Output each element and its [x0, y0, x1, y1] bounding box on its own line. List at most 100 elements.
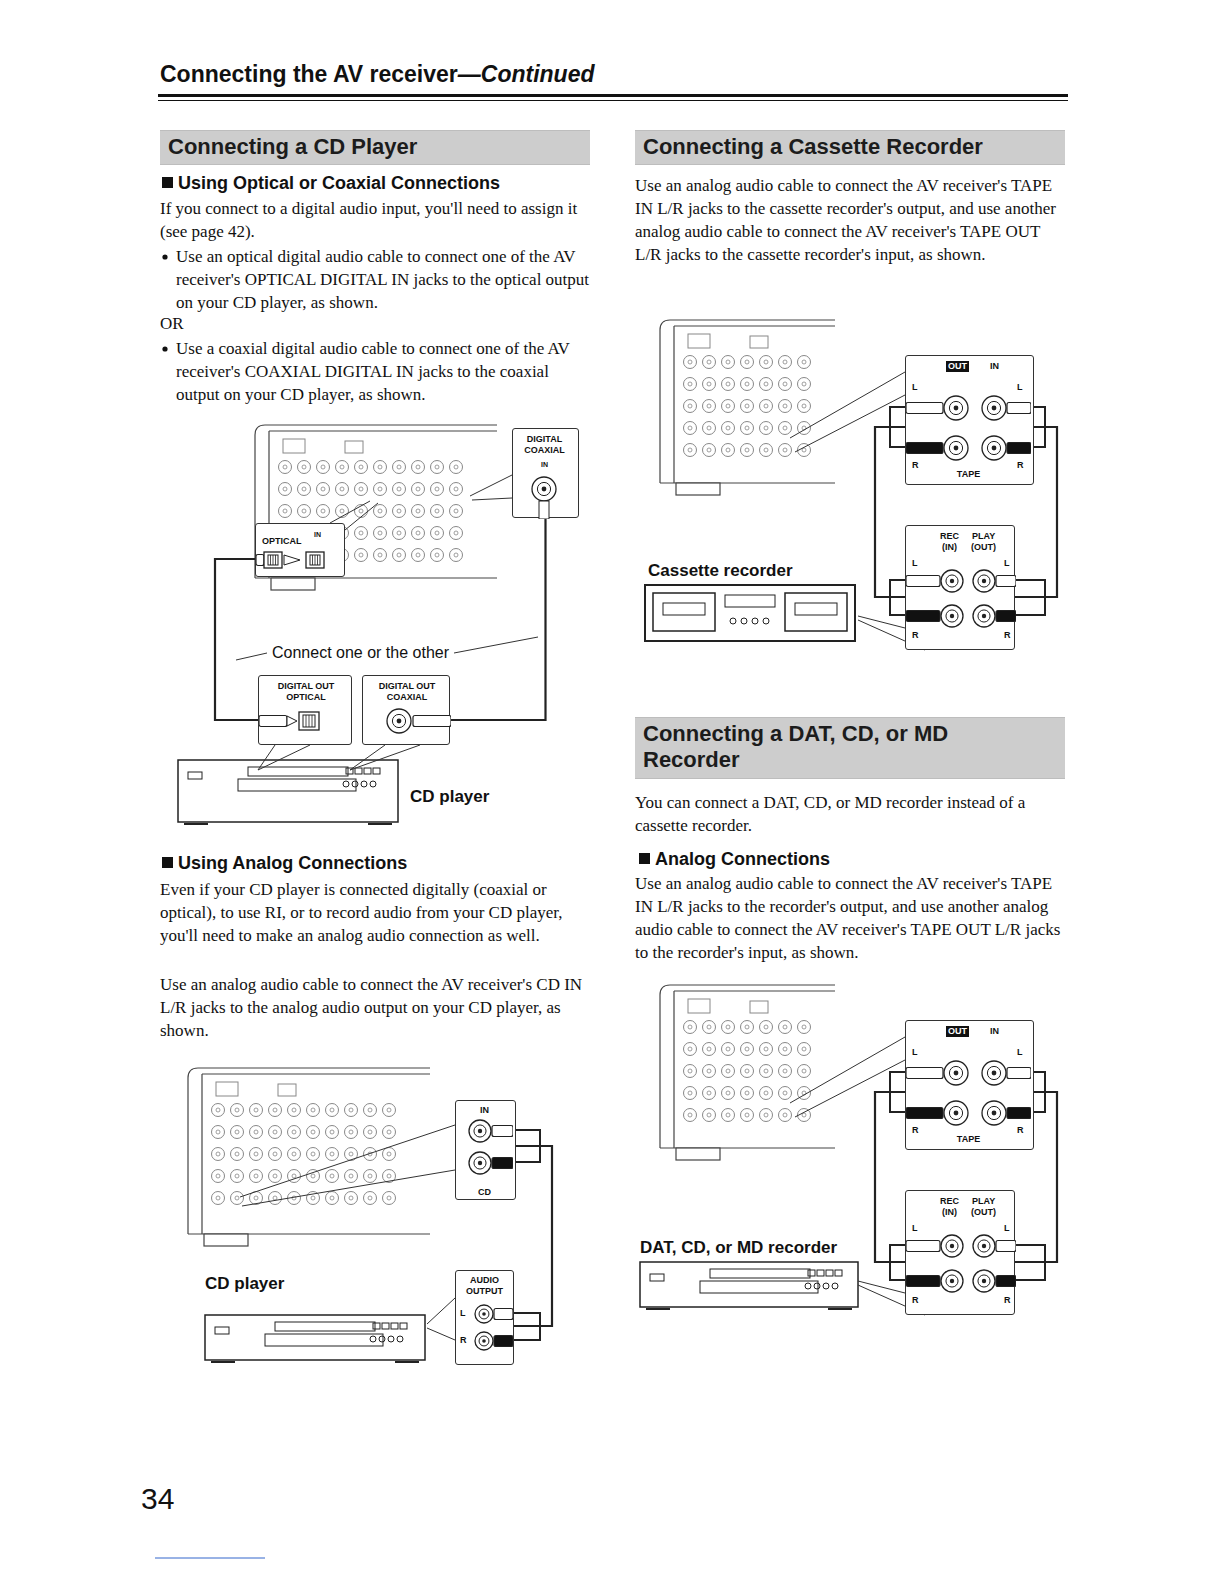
receiver-jack [783, 426, 787, 430]
plug [906, 576, 940, 587]
jack-ring [946, 575, 958, 587]
receiver-jack [764, 448, 768, 452]
jack-callout: RECPLAY(IN)(OUT)LLRR [905, 1190, 1015, 1315]
device-button [400, 1323, 407, 1329]
device-foot [368, 823, 392, 825]
receiver-jack [707, 1091, 711, 1095]
jack [982, 436, 1006, 460]
receiver-jack [707, 448, 711, 452]
jack-label: OUT [946, 1026, 969, 1037]
receiver-jack [764, 382, 768, 386]
jack-pin [950, 579, 954, 583]
device-button [397, 1336, 403, 1342]
jack-pin [478, 1161, 482, 1165]
receiver-jack [745, 1113, 749, 1117]
receiver-jack [311, 1174, 315, 1178]
receiver-jack [311, 1130, 315, 1134]
receiver-jack [321, 487, 325, 491]
receiver-jack [326, 1148, 339, 1161]
jack-label: L [1004, 1223, 1010, 1234]
jack-ring [987, 441, 1000, 454]
receiver-jack [779, 378, 792, 391]
jack-label: DIGITAL COAXIAL [519, 434, 570, 456]
receiver-jack [330, 1174, 334, 1178]
jack-label: R [460, 1335, 467, 1346]
receiver-jack [798, 356, 811, 369]
jack-pin [982, 579, 986, 583]
jack-ring [987, 1106, 1000, 1119]
receiver-jack [798, 1043, 811, 1056]
receiver-outline [660, 320, 835, 483]
optical-jack [264, 552, 282, 568]
jack [944, 1101, 968, 1125]
jack-label: IN [314, 529, 321, 540]
jack-pin [992, 406, 997, 411]
receiver-jack [307, 1148, 320, 1161]
device-label: Cassette recorder [648, 560, 793, 581]
page-number: 34 [141, 1482, 174, 1516]
plug [906, 443, 943, 454]
jack [982, 396, 1006, 420]
jack [532, 477, 556, 501]
plug [259, 716, 287, 727]
jack-label: L [1017, 1047, 1023, 1058]
receiver-jack [779, 1065, 792, 1078]
receiver-jack [216, 1174, 220, 1178]
receiver-jack [454, 531, 458, 535]
receiver-jack [779, 1087, 792, 1100]
receiver-jack [684, 378, 697, 391]
plug [494, 1309, 513, 1320]
optical-jack [299, 712, 319, 730]
receiver-jack [435, 509, 439, 513]
optical-jack-line [306, 715, 307, 727]
receiver-jack [764, 1025, 768, 1029]
receiver-jack [741, 378, 754, 391]
jack-label: PLAY [972, 1196, 995, 1207]
jack-label: R [912, 1125, 919, 1136]
receiver-jack [454, 487, 458, 491]
jack [944, 1061, 968, 1085]
device-button [808, 1270, 815, 1276]
jack-drawing [906, 356, 1031, 486]
receiver-jack [450, 527, 463, 540]
jack-label: OPTICAL [262, 536, 302, 547]
jack [941, 1235, 963, 1257]
receiver-jack [741, 444, 754, 457]
receiver-jack [364, 1170, 377, 1183]
leader-line [350, 745, 385, 770]
receiver-jack [383, 1192, 396, 1205]
receiver-outline [674, 990, 835, 991]
receiver-jack [722, 1087, 735, 1100]
plug [1007, 403, 1031, 414]
receiver-jack [279, 483, 292, 496]
plug [492, 1158, 513, 1169]
body-text: You can connect a DAT, CD, or MD recorde… [635, 791, 1065, 837]
device-slot [275, 1322, 375, 1331]
jack-label: L [460, 1308, 466, 1319]
jack-label: R [912, 1295, 919, 1306]
receiver-jack [707, 1069, 711, 1073]
receiver-jack [726, 1091, 730, 1095]
receiver-jack [745, 426, 749, 430]
receiver-jack [393, 461, 406, 474]
receiver-jack [326, 1126, 339, 1139]
receiver-jack [283, 487, 287, 491]
cd-player-illustration [178, 760, 398, 824]
receiver-jack [431, 461, 444, 474]
receiver-jack [336, 461, 349, 474]
receiver-jack [450, 483, 463, 496]
device-foot [184, 823, 208, 825]
receiver-jack [783, 404, 787, 408]
receiver-jack [212, 1192, 225, 1205]
plug [996, 1241, 1016, 1252]
device-button [352, 781, 358, 787]
jack [387, 709, 411, 733]
jack-drawing [906, 1191, 1016, 1316]
jack-callout: OUTINLLRRTAPE [905, 355, 1034, 485]
receiver-jack [216, 1108, 220, 1112]
plug [539, 501, 549, 519]
receiver-jack [378, 553, 382, 557]
jack [941, 1270, 963, 1292]
receiver-jack [393, 505, 406, 518]
plug [284, 555, 300, 565]
